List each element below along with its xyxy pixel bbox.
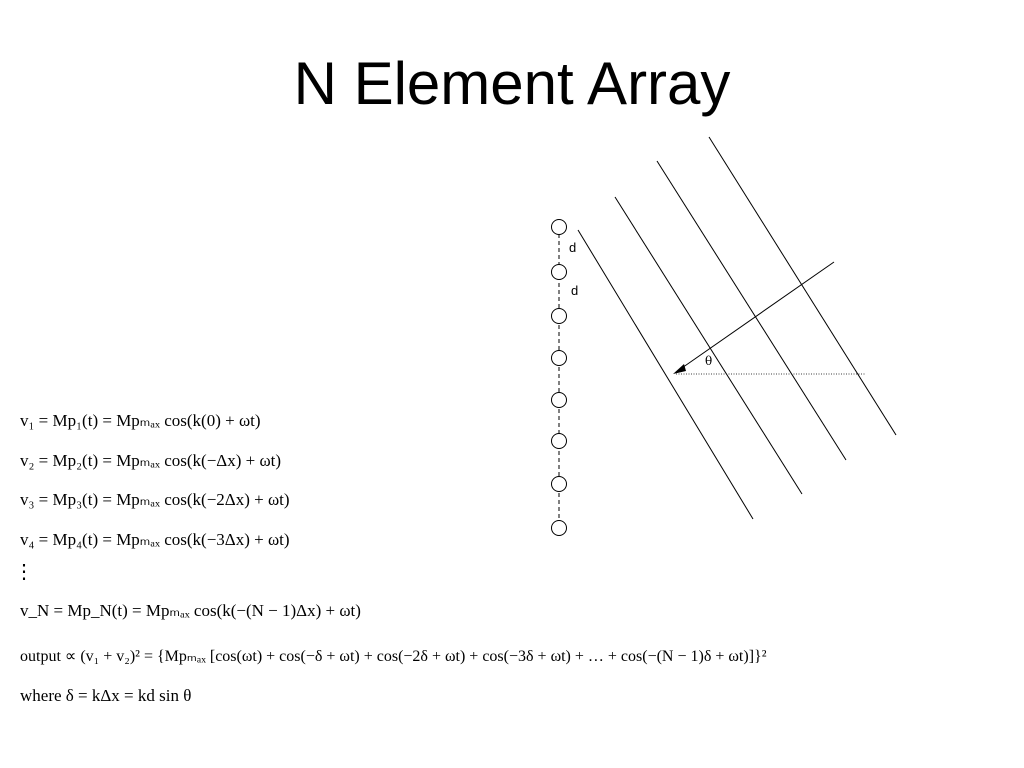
array-elements (551, 219, 567, 536)
spacing-label-d-1: d (569, 240, 576, 255)
array-element-2 (551, 264, 567, 280)
angle-label-theta: θ (705, 354, 712, 368)
propagation-arrowhead (673, 364, 686, 374)
equation-vN: v_N = Mp_N(t) = Mpₘₐₓ cos(k(−(N − 1)Δx) … (20, 601, 361, 620)
array-element-4 (551, 350, 567, 366)
array-element-6 (551, 433, 567, 449)
propagation-direction-line (678, 261, 835, 371)
array-element-5 (551, 392, 567, 408)
wavefront-line-3 (656, 160, 847, 461)
equation-output: output ∝ (v₁ + v₂)² = {Mpₘₐₓ [cos(ωt) + … (20, 648, 767, 665)
array-element-7 (551, 476, 567, 492)
wavefront-line-4 (708, 136, 897, 436)
array-element-1 (551, 219, 567, 235)
wavefront-line-2 (614, 196, 803, 495)
equation-v3: v₃ = Mp₃(t) = Mpₘₐₓ cos(k(−2Δx) + ωt) (20, 490, 290, 509)
array-element-3 (551, 308, 567, 324)
equation-where: where δ = kΔx = kd sin θ (20, 686, 192, 705)
equation-v4: v₄ = Mp₄(t) = Mpₘₐₓ cos(k(−3Δx) + ωt) (20, 530, 290, 549)
wavefront-line-1 (577, 229, 754, 520)
array-element-8 (551, 520, 567, 536)
slide-title: N Element Array (293, 50, 731, 117)
equation-v2: v₂ = Mp₂(t) = Mpₘₐₓ cos(k(−Δx) + ωt) (20, 451, 282, 470)
spacing-label-d-2: d (571, 283, 578, 298)
equation-ellipsis: ⋮ (14, 561, 34, 583)
equation-v1: v₁ = Mp₁(t) = Mpₘₐₓ cos(k(0) + ωt) (20, 411, 261, 430)
wavefronts (577, 136, 897, 520)
